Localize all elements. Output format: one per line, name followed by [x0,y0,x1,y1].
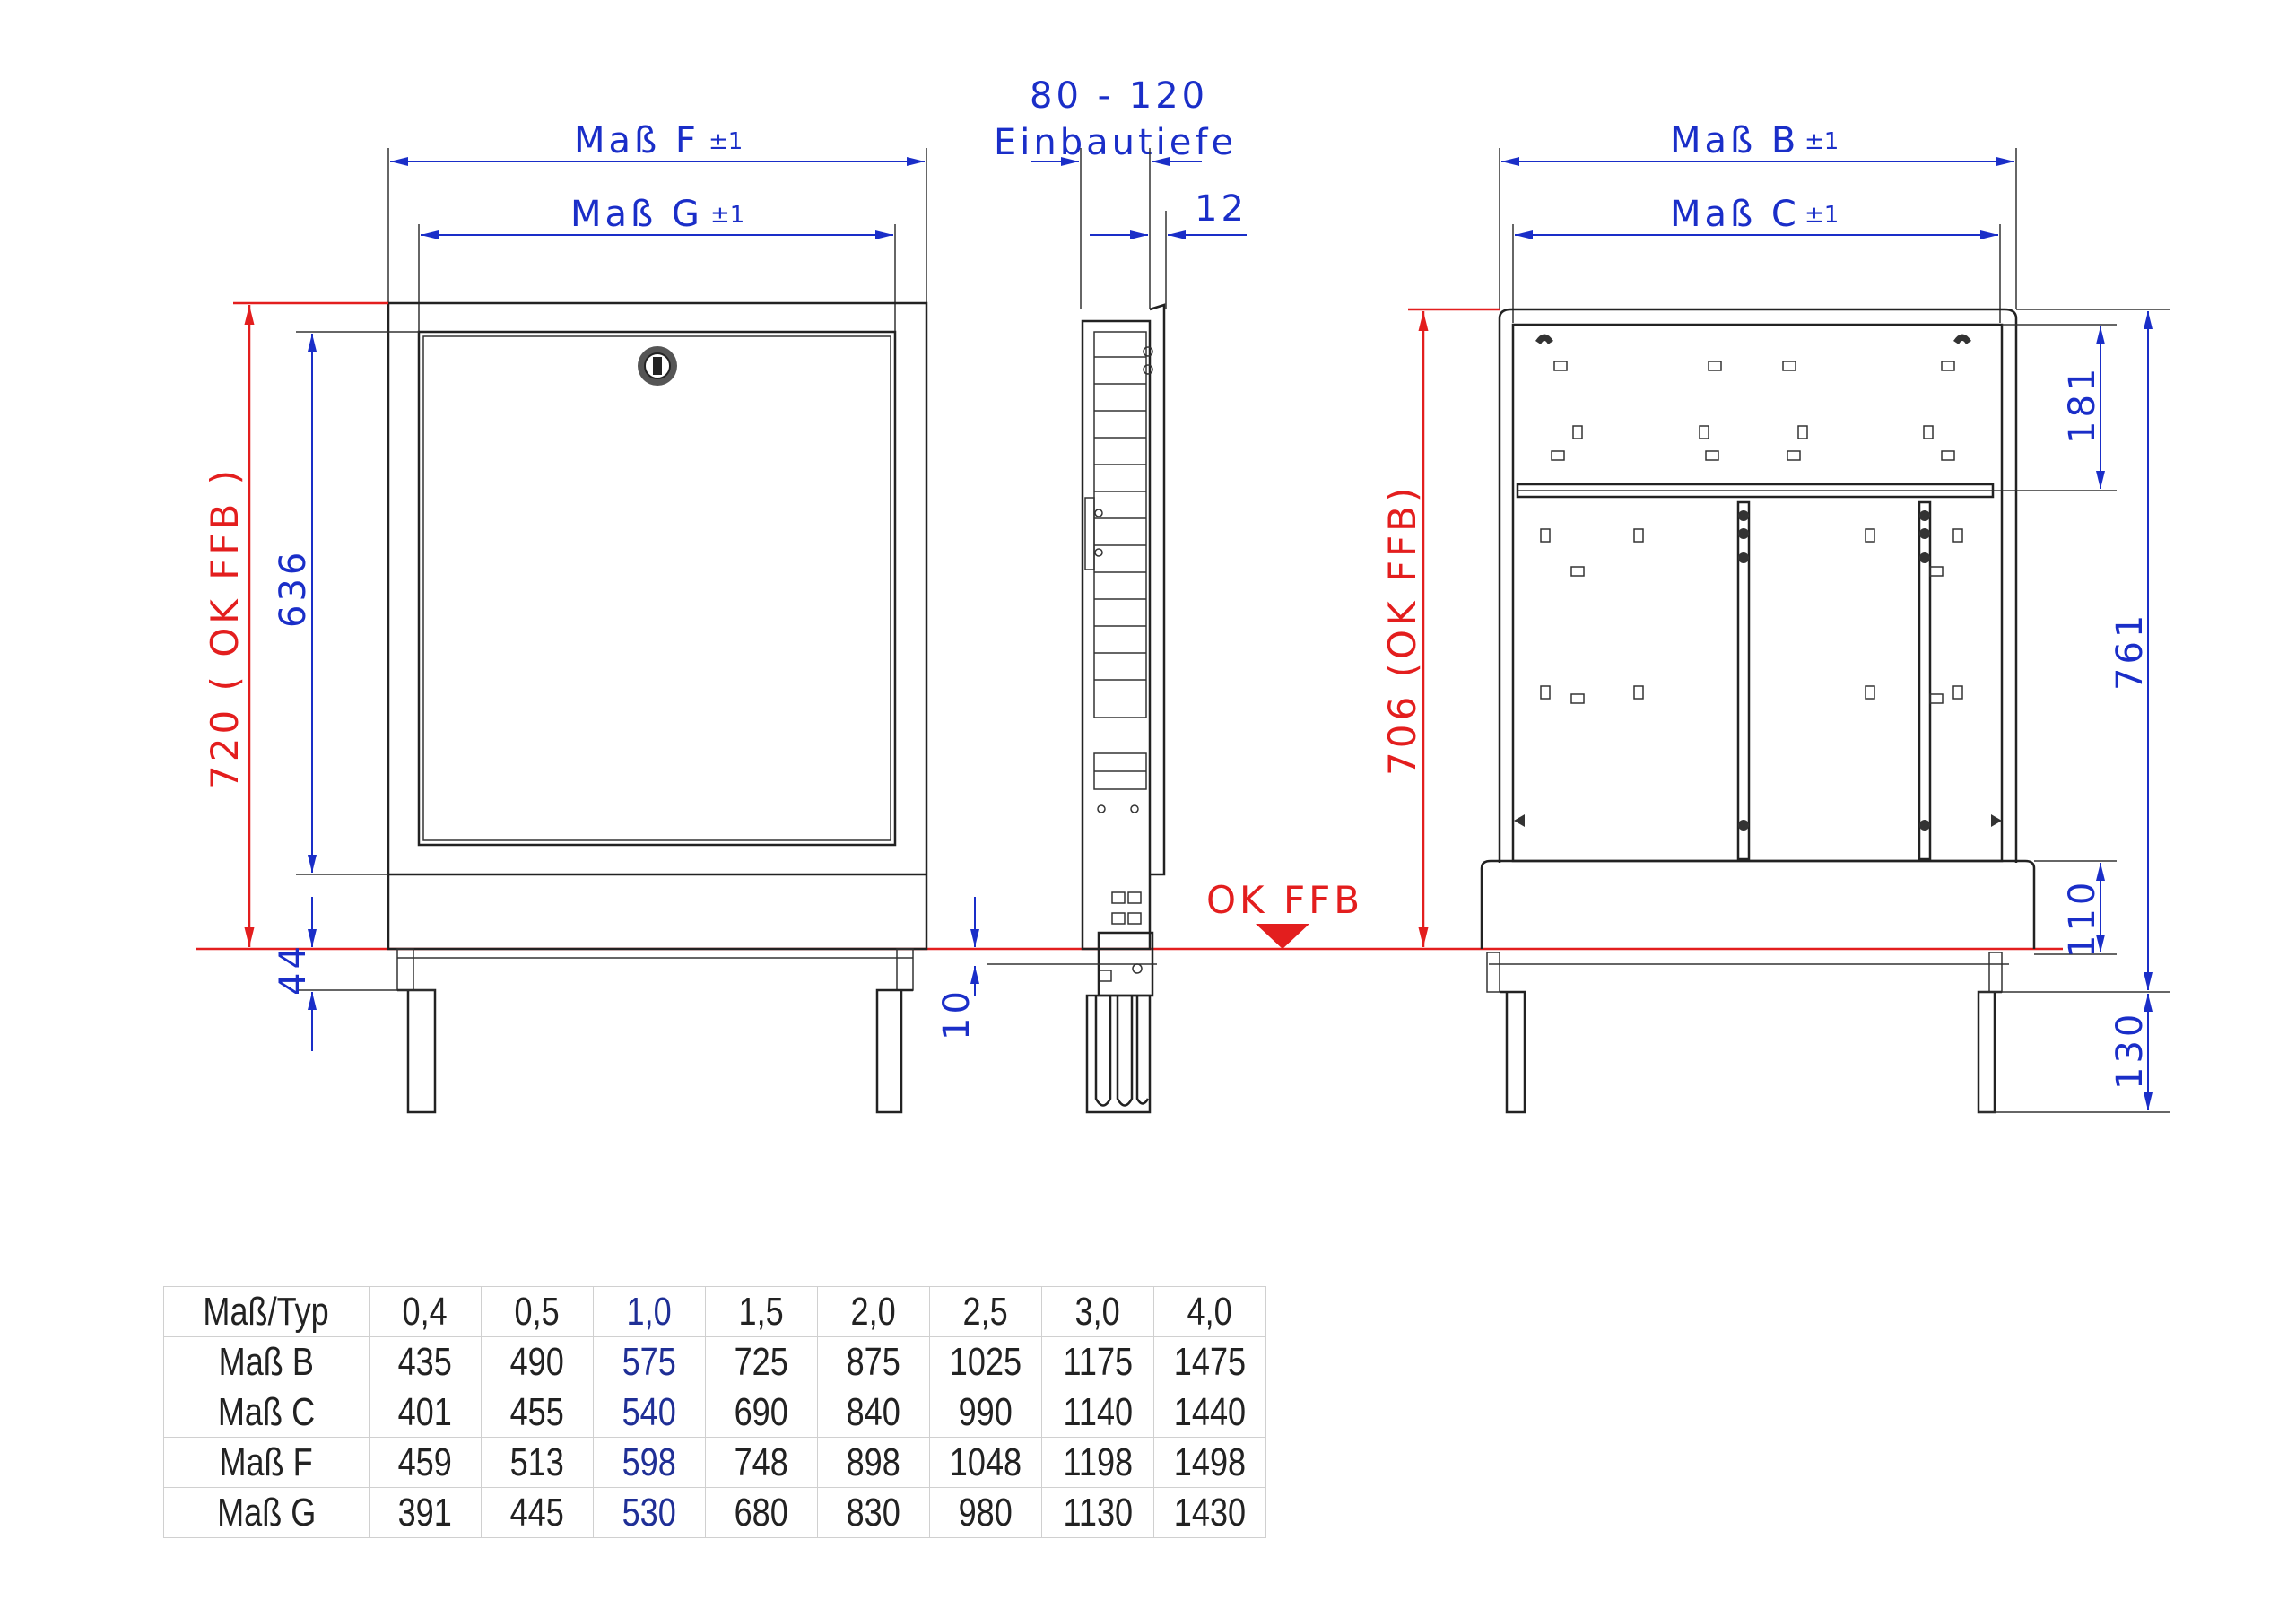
table-cell: 1498 [1173,1439,1247,1484]
foot-44-label: 44 [273,943,314,996]
table-cell: 540 [622,1389,677,1434]
table-cell: 490 [509,1339,565,1384]
table-cell: 1175 [1063,1339,1133,1384]
table-cell: 875 [846,1339,901,1384]
table-cell: 530 [622,1490,677,1535]
table-cell: 435 [397,1339,453,1384]
table-cell: 513 [509,1439,565,1484]
side-body [1081,319,1152,951]
table-cell: 575 [622,1339,677,1384]
table-header-row: Maß/Typ 0,4 0,5 1,0 1,5 2,0 2,5 3,0 4,0 [163,1286,1266,1337]
table-cell: 690 [734,1389,789,1434]
back-body [1498,308,2018,863]
width-f-tolerance: ±1 [709,128,743,155]
table-cell: 1430 [1173,1490,1247,1535]
table-cell: 840 [846,1389,901,1434]
depth-label: Einbautiefe [994,122,1237,163]
base-110-label: 110 [2062,879,2103,958]
table-header-cell: 1,0 [626,1289,673,1334]
table-cell: 1475 [1173,1339,1247,1384]
table-header-cell: 2,5 [962,1289,1009,1334]
table-cell: 401 [397,1389,453,1434]
table-cell: 598 [622,1439,677,1484]
table-header-cell: Maß/Typ [203,1289,330,1334]
table-cell: 455 [509,1389,565,1434]
table-cell: 1025 [949,1339,1022,1384]
height-706-label: 706 (OK FFB) [1380,484,1424,776]
table-cell: 1140 [1063,1389,1133,1434]
table-cell: 391 [397,1490,453,1535]
back-view: Maß B ±1 Maß C ±1 [1380,120,2170,1114]
table-cell: Maß F [219,1439,314,1484]
front-frame [387,301,928,951]
table-row: Maß F 459 513 598 748 898 1048 1198 1498 [163,1437,1266,1488]
dimension-table: Maß/Typ 0,4 0,5 1,0 1,5 2,0 2,5 3,0 4,0 … [163,1286,1266,1538]
side-pipes [1085,994,1152,1114]
table-cell: 1198 [1063,1439,1133,1484]
table-cell: Maß B [218,1339,315,1384]
table-cell: 1048 [949,1439,1022,1484]
width-c-label: Maß C [1670,194,1800,235]
depth-range-label: 80 - 120 [1030,75,1208,117]
ok-ffb-label: OK FFB [1206,878,1363,922]
table-cell: 990 [958,1389,1013,1434]
table-cell: Maß G [216,1490,317,1535]
table-row: Maß C 401 455 540 690 840 990 1140 1440 [163,1387,1266,1438]
width-c-tolerance: ±1 [1805,202,1839,229]
table-cell: 459 [397,1439,453,1484]
table-header-cell: 2,0 [850,1289,897,1334]
back-vertical-rails [1736,500,1932,861]
table-header-cell: 1,5 [738,1289,785,1334]
table-cell: 830 [846,1490,901,1535]
table-cell: 725 [734,1339,789,1384]
front-view: Maß F ±1 Maß G ±1 720 ( OK FFB ) [203,120,928,1114]
table-header-cell: 0,5 [514,1289,561,1334]
width-b-label: Maß B [1670,120,1799,161]
frame-depth-label: 12 [1195,188,1248,230]
table-cell: 445 [509,1490,565,1535]
lock-icon [638,346,677,386]
table-cell: 680 [734,1490,789,1535]
base-offset-label: 10 [936,987,978,1040]
width-f-label: Maß F [574,120,700,161]
table-row: Maß B 435 490 575 725 875 1025 1175 1475 [163,1336,1266,1387]
back-base [1480,859,2036,949]
rail-181-label: 181 [2062,365,2103,444]
table-cell: 980 [958,1490,1013,1535]
table-cell: 898 [846,1439,901,1484]
table-header-cell: 3,0 [1074,1289,1121,1334]
table-row: Maß G 391 445 530 680 830 980 1130 1430 [163,1487,1266,1538]
side-slats [1094,356,1146,681]
front-door [417,330,897,847]
width-b-tolerance: ±1 [1805,128,1839,155]
width-g-label: Maß G [570,194,703,235]
table-cell: 748 [734,1439,789,1484]
table-cell: 1440 [1173,1389,1247,1434]
foot-130-label: 130 [2109,1011,2151,1090]
side-view: 80 - 120 Einbautiefe 12 [936,75,1363,1114]
height-761-label: 761 [2109,612,2151,691]
front-legs [396,948,914,1114]
table-cell: 1130 [1063,1490,1133,1535]
ok-ffb-triangle [1256,924,1309,949]
height-720-label: 720 ( OK FFB ) [203,466,247,789]
table-header-cell: 0,4 [402,1289,448,1334]
table-cell: Maß C [217,1389,316,1434]
mounting-slots [1540,361,1963,704]
table-header-cell: 4,0 [1187,1289,1233,1334]
back-legs [1500,990,2002,1114]
width-g-tolerance: ±1 [710,202,744,229]
height-636-label: 636 [273,549,314,628]
